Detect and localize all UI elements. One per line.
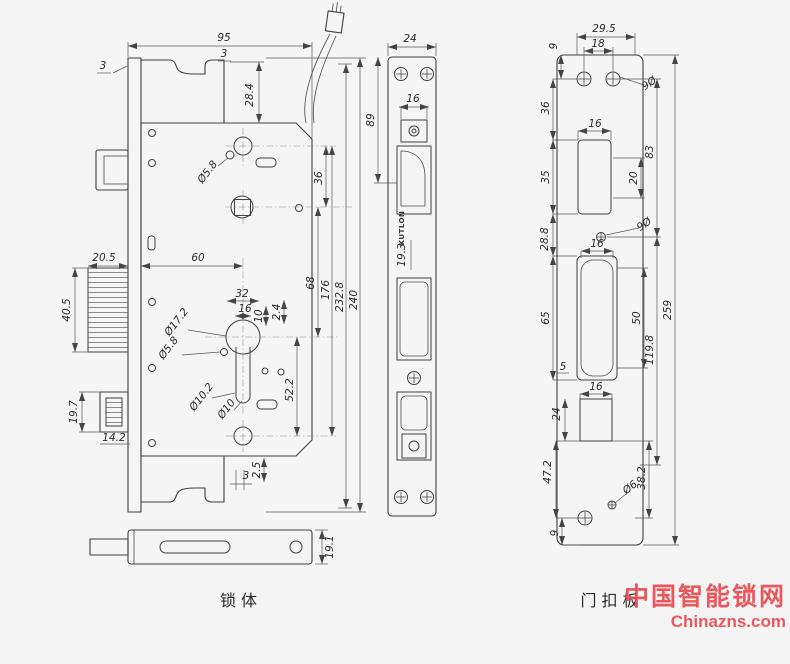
dim-18: 18 bbox=[591, 38, 605, 50]
dim-19-3: 19.3 bbox=[396, 243, 408, 266]
small-hole-5-8-mid bbox=[220, 348, 228, 356]
dim-3-left: 3 bbox=[100, 60, 107, 72]
dim-119-8: 119.8 bbox=[644, 335, 656, 365]
dim-240: 240 bbox=[348, 290, 360, 310]
screw-hole bbox=[394, 490, 434, 504]
screw-hole bbox=[407, 371, 421, 385]
dim-dia10-2: Ø10.2 bbox=[187, 381, 217, 414]
dim-89: 89 bbox=[365, 113, 377, 127]
screw-hole bbox=[576, 71, 621, 87]
slot bbox=[255, 157, 277, 168]
slot bbox=[256, 399, 278, 410]
lock-bottom-tab bbox=[141, 456, 225, 503]
dim-24: 24 bbox=[403, 33, 416, 45]
dim-9-top: 9 bbox=[548, 42, 560, 49]
aux-latch-inner bbox=[105, 397, 123, 427]
dim-3-tab: 3 bbox=[221, 48, 228, 60]
watermark-site-url: Chinazns.com bbox=[670, 612, 786, 631]
dim-38-2: 38.2 bbox=[636, 466, 648, 490]
lock-case-outline bbox=[140, 122, 313, 457]
dim-176: 176 bbox=[320, 280, 332, 300]
dim-36: 36 bbox=[313, 171, 325, 185]
watermark: 中国智能锁网 Chinazns.com bbox=[624, 582, 786, 632]
rivet bbox=[148, 298, 156, 306]
dim-16: 16 bbox=[238, 303, 252, 315]
slot bbox=[147, 235, 156, 251]
rivet bbox=[148, 129, 156, 137]
rivet bbox=[148, 364, 156, 372]
label-lock-body: 锁体 bbox=[220, 592, 262, 610]
dim-dia5-8-mid: Ø5.8 bbox=[156, 334, 182, 362]
label-strike-plate: 门扣板 bbox=[580, 592, 643, 610]
dim-19-1: 19.1 bbox=[324, 535, 336, 558]
dim-24-strike: 24 bbox=[551, 407, 563, 420]
cable-connector bbox=[324, 2, 345, 34]
dim-95: 95 bbox=[217, 32, 231, 44]
aux-latch bbox=[99, 391, 129, 433]
lock-bottom-view: 19.1 bbox=[89, 529, 336, 565]
brand-text: KUTLON bbox=[398, 211, 406, 246]
dim-16a: 16 bbox=[588, 118, 602, 130]
rivet bbox=[295, 204, 303, 212]
dim-20: 20 bbox=[628, 171, 640, 185]
spindle-square bbox=[234, 199, 251, 216]
dim-52-2: 52.2 bbox=[284, 378, 296, 402]
screw-hole bbox=[577, 500, 617, 526]
strike-plate-view: 29.5 18 9 9Ø 36 35 28.8 65 24 47.2 9 5 bbox=[539, 23, 679, 546]
faceplate-view: KUTLON 24 89 16 19.3 bbox=[365, 33, 437, 517]
dim-dia5-8-top: Ø5.8 bbox=[195, 158, 221, 186]
dim-16-plate: 16 bbox=[406, 93, 420, 105]
dim-36-strike: 36 bbox=[540, 101, 552, 115]
dim-68: 68 bbox=[305, 276, 317, 290]
cable-wire bbox=[312, 35, 337, 124]
dim-40-5: 40.5 bbox=[61, 298, 73, 322]
latch-bolt bbox=[400, 150, 426, 207]
deadbolt bbox=[87, 267, 129, 353]
dim-19-7: 19.7 bbox=[68, 400, 80, 424]
rivet bbox=[261, 367, 269, 375]
screw-hole bbox=[394, 67, 434, 81]
lock-top-tab bbox=[141, 59, 225, 123]
dim-3-bottom: 3 bbox=[243, 470, 250, 482]
dim-10: 10 bbox=[253, 309, 265, 323]
dim-20-5: 20.5 bbox=[92, 252, 116, 264]
dim-259: 259 bbox=[662, 300, 674, 320]
dim-32: 32 bbox=[235, 288, 249, 300]
handle-hub-inner bbox=[103, 155, 129, 185]
dim-2-4: 2.4 bbox=[271, 304, 283, 321]
dim-14-2: 14.2 bbox=[102, 432, 126, 444]
dim-47-2: 47.2 bbox=[542, 460, 554, 484]
dim-28-4: 28.4 bbox=[244, 83, 256, 106]
rivet bbox=[277, 368, 285, 376]
dim-2-5: 2.5 bbox=[251, 461, 263, 478]
cable-wire bbox=[304, 33, 331, 124]
dim-28-8: 28.8 bbox=[539, 227, 551, 251]
dim-16c: 16 bbox=[589, 381, 603, 393]
dim-16b: 16 bbox=[590, 238, 604, 250]
dim-60: 60 bbox=[191, 252, 205, 264]
dim-dia17-2: Ø17.2 bbox=[162, 306, 192, 339]
rivet bbox=[148, 439, 156, 447]
lock-body-view bbox=[87, 2, 352, 513]
dim-29-5: 29.5 bbox=[592, 23, 616, 35]
dim-9-bottom: 9 bbox=[549, 529, 561, 536]
dim-35: 35 bbox=[540, 170, 552, 184]
small-hole-5-8-top bbox=[225, 150, 235, 160]
dim-232-8: 232.8 bbox=[334, 282, 346, 312]
rivet bbox=[148, 159, 156, 167]
dim-65: 65 bbox=[540, 311, 552, 325]
dim-5: 5 bbox=[560, 361, 567, 373]
watermark-site-name: 中国智能锁网 bbox=[623, 583, 786, 611]
dim-50: 50 bbox=[631, 311, 643, 325]
dim-83: 83 bbox=[644, 145, 656, 158]
dim-dia9-mid: 9Ø bbox=[635, 215, 655, 234]
